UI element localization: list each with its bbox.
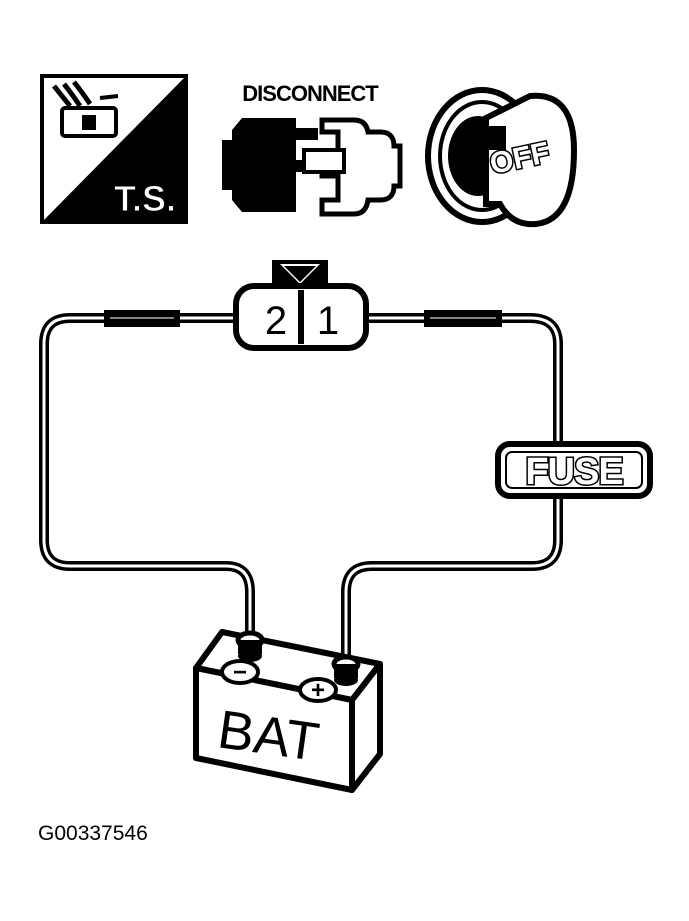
battery-negative-sign: − — [233, 659, 247, 686]
wire-right — [361, 313, 563, 449]
circuit-wires — [39, 313, 563, 665]
battery-label: BAT — [214, 699, 322, 772]
troubleshooting-icon: T.S. — [40, 74, 188, 224]
disconnect-label: DISCONNECT — [242, 81, 379, 106]
harness-sleeves — [104, 310, 502, 327]
connector-glyph-icon — [52, 80, 119, 138]
troubleshooting-label: T.S. — [114, 178, 176, 219]
battery-positive-terminal: + — [298, 654, 361, 704]
connector-pin-2: 2 — [265, 299, 287, 343]
circuit-wires-inner — [42, 316, 560, 658]
battery-positive-sign: + — [311, 677, 325, 704]
disconnect-icon: DISCONNECT — [222, 81, 403, 217]
connector: 2 1 — [233, 260, 369, 351]
wire-left — [39, 313, 255, 641]
fuse: FUSE — [495, 441, 653, 499]
connector-pin-1: 1 — [317, 299, 339, 343]
fuse-label: FUSE — [525, 451, 622, 493]
ignition-off-icon: OFF — [425, 87, 578, 228]
figure-id: G00337546 — [38, 822, 148, 845]
battery: − + BAT — [193, 629, 383, 793]
battery-negative-terminal: − — [220, 630, 265, 686]
wire-right-lower — [341, 489, 563, 665]
